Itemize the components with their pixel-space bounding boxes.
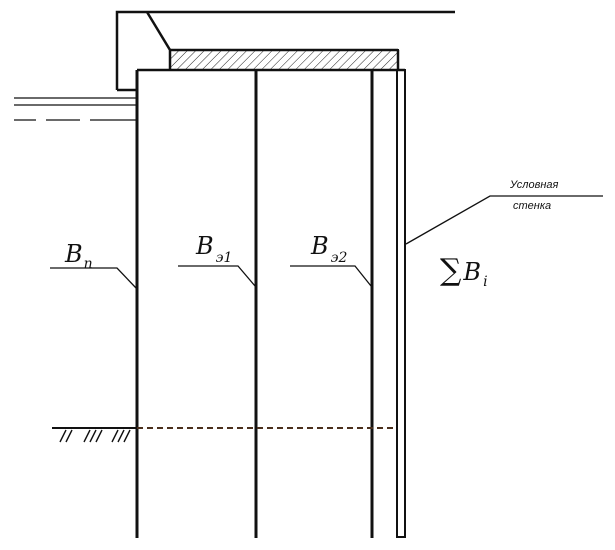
leader-b-left	[50, 267, 137, 289]
ground-hatch-mark	[59, 429, 67, 443]
sigma-symbol: ∑	[440, 253, 462, 288]
ground-hatch-mark	[123, 429, 131, 443]
leader-lines	[50, 195, 603, 289]
ground-hatch	[59, 429, 131, 443]
cap-chamfer	[145, 11, 172, 70]
vertical-walls	[135, 70, 374, 538]
ground-hatch-mark	[111, 429, 119, 443]
ground-hatch-mark	[83, 429, 91, 443]
leader-b-e1	[178, 265, 256, 287]
conditional-wall	[396, 69, 406, 538]
conditional-wall-outline	[396, 69, 406, 538]
ground-hatch-mark	[89, 429, 97, 443]
leader-wall-note	[405, 195, 603, 245]
ground-hatch-mark	[117, 429, 125, 443]
label-b-left-sub: п	[84, 256, 93, 272]
label-sum-b-sub: i	[483, 274, 487, 290]
cap-outline-top	[115, 10, 455, 90]
wall-note-line2: стенка	[513, 200, 551, 212]
label-b-e1-sub: э1	[216, 250, 233, 266]
wall-note-line1: Условная	[509, 179, 559, 191]
label-b-left: Bп	[64, 240, 93, 272]
label-b-e2-sub: э2	[331, 250, 348, 266]
water-level	[14, 97, 137, 121]
leader-b-e2	[290, 265, 372, 287]
hatched-slab	[169, 49, 399, 71]
ground-hatch-mark	[95, 429, 103, 443]
ground-hatch-mark	[65, 429, 73, 443]
